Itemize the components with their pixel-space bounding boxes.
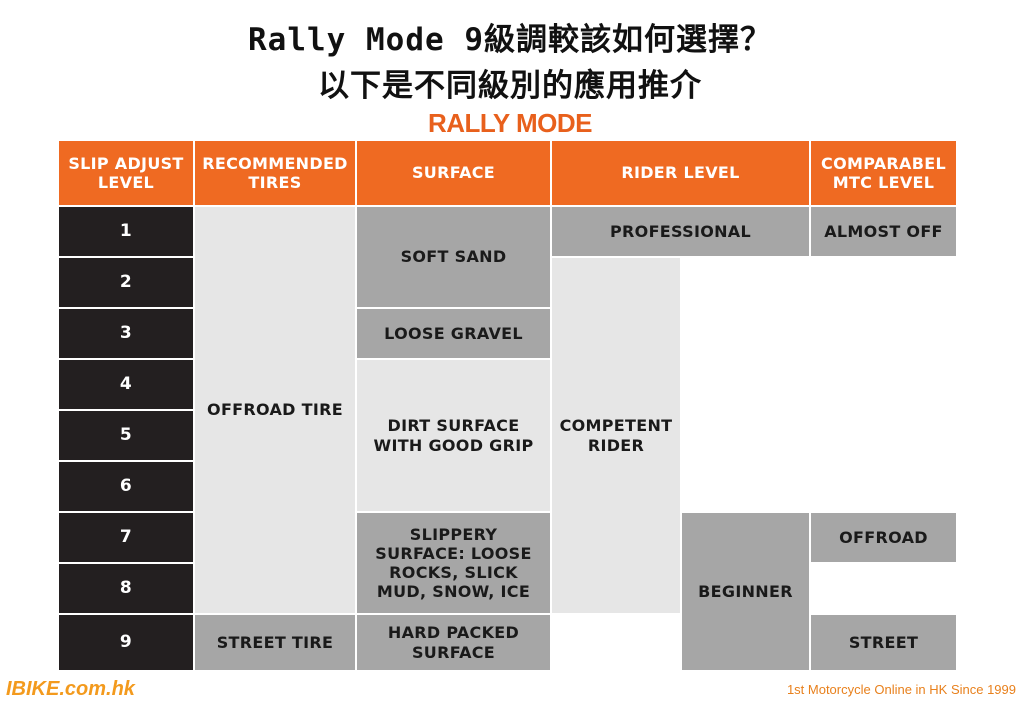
rally-mode-table: SLIP ADJUST LEVEL RECOMMENDED TIRES SURF… — [59, 141, 956, 670]
empty-cell — [552, 615, 680, 670]
empty-cell — [682, 258, 809, 511]
level-cell: 7 — [59, 513, 193, 562]
rider-beginner-cell: BEGINNER — [682, 513, 809, 670]
surface-hard-packed-cell: HARD PACKED SURFACE — [357, 615, 550, 670]
header-mtc-level: COMPARABEL MTC LEVEL — [811, 141, 956, 205]
tire-street-cell: STREET TIRE — [195, 615, 355, 670]
footer-tagline: 1st Motorcycle Online in HK Since 1999 — [786, 682, 1016, 697]
surface-soft-sand-cell: SOFT SAND — [357, 207, 550, 307]
rider-professional-cell: PROFESSIONAL — [552, 207, 809, 256]
level-cell: 9 — [59, 615, 193, 670]
mtc-almost-off-cell: ALMOST OFF — [811, 207, 956, 256]
empty-cell — [811, 258, 956, 511]
rally-mode-heading: RALLY MODE — [427, 108, 593, 138]
level-cell: 2 — [59, 258, 193, 307]
level-cell: 1 — [59, 207, 193, 256]
tire-offroad-cell: OFFROAD TIRE — [195, 207, 355, 613]
level-cell: 4 — [59, 360, 193, 409]
level-cell: 3 — [59, 309, 193, 358]
header-recommended-tires: RECOMMENDED TIRES — [195, 141, 355, 205]
level-cell: 5 — [59, 411, 193, 460]
surface-dirt-cell: DIRT SURFACE WITH GOOD GRIP — [357, 360, 550, 511]
surface-loose-gravel-cell: LOOSE GRAVEL — [357, 309, 550, 358]
header-surface: SURFACE — [357, 141, 550, 205]
site-logo[interactable]: IBIKE.com.hk — [6, 678, 135, 700]
rider-competent-cell: COMPETENT RIDER — [552, 258, 680, 613]
mtc-street-cell: STREET — [811, 615, 956, 670]
page-title: Rally Mode 9級調較該如何選擇？ — [248, 22, 772, 58]
level-cell: 8 — [59, 564, 193, 613]
surface-slippery-cell: SLIPPERY SURFACE: LOOSE ROCKS, SLICK MUD… — [357, 513, 550, 613]
level-cell: 6 — [59, 462, 193, 511]
mtc-offroad-cell: OFFROAD — [811, 513, 956, 562]
header-rider-level: RIDER LEVEL — [552, 141, 809, 205]
page-subtitle-chinese: 以下是不同級別的應用推介 — [318, 68, 702, 104]
header-slip-adjust-level: SLIP ADJUST LEVEL — [59, 141, 193, 205]
empty-cell — [811, 564, 956, 613]
